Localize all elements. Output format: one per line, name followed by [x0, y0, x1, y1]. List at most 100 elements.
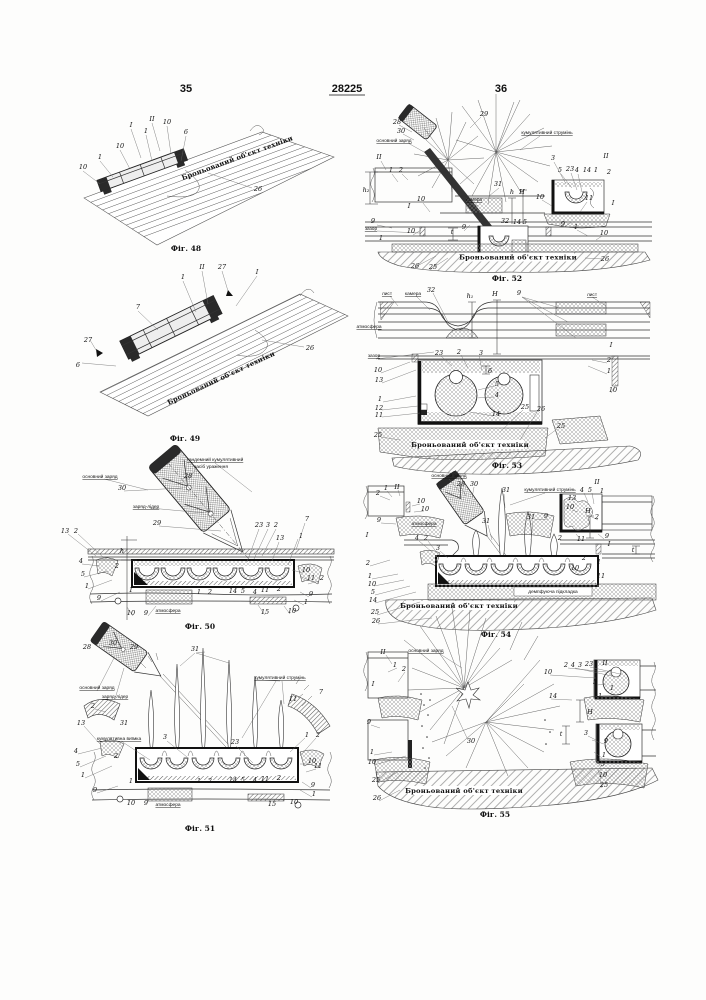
- figure-label: h₂: [363, 186, 370, 194]
- figure-label: 7: [305, 515, 310, 523]
- figure-label: 29: [129, 643, 138, 651]
- figure-label: 4: [78, 557, 83, 565]
- figure-label: 9: [93, 786, 97, 794]
- figure-label: 1: [389, 166, 393, 174]
- fig51-jets: [148, 647, 284, 751]
- figure-label: 10: [536, 193, 544, 201]
- figure-label: 11: [307, 574, 315, 582]
- figure-label: 27: [217, 263, 227, 271]
- figure-label: кумулятивний струмінь: [524, 486, 576, 493]
- figure-label: 1: [144, 127, 148, 135]
- figure-label: 10: [127, 799, 135, 807]
- fig55-explosion-burst: [403, 607, 561, 777]
- figure-label: 10: [79, 163, 87, 171]
- figure-label: 5: [76, 760, 80, 768]
- fig49-arrow-27-bottom: [96, 349, 103, 357]
- fig54-armored-object-banner: Броньований об'єкт техніки: [400, 602, 518, 610]
- figure-label: 11: [577, 535, 585, 543]
- figure-label: 14: [369, 596, 377, 604]
- figure-label: атмосфера: [155, 802, 180, 808]
- figure-label: 23: [254, 521, 263, 529]
- figure-label: демпфуюча підкладка: [528, 589, 578, 595]
- figure-label: 9: [544, 512, 548, 520]
- figure-label: 5: [588, 486, 592, 494]
- figure-label: 1: [594, 166, 598, 174]
- figure-label: 11: [594, 692, 602, 700]
- figure-label: 26: [372, 794, 381, 802]
- figure-label: 25: [599, 781, 608, 789]
- figure-label: I: [371, 680, 375, 688]
- figure-label: основний заряд: [82, 473, 117, 480]
- figure-label: I: [609, 341, 613, 349]
- figure-label: 10: [290, 798, 298, 806]
- figure-label: 2: [365, 559, 370, 567]
- figure-label: 9: [462, 223, 466, 231]
- figure-label: 2: [401, 665, 406, 673]
- figure-label: 28: [183, 472, 192, 480]
- fig50-caption: Фіг. 50: [185, 622, 215, 631]
- figure-label: заряд-лідер: [133, 504, 160, 510]
- figure-label: 1: [129, 586, 133, 594]
- figure-label: зазор: [365, 227, 378, 232]
- figure-label: 2: [398, 166, 403, 174]
- figure-label: 23: [584, 660, 593, 668]
- figure-label: 32: [501, 217, 509, 225]
- figure-label: 28: [456, 480, 465, 488]
- figure-label: 7: [319, 688, 324, 696]
- figure-label: 10: [544, 668, 552, 676]
- figure-label: 1: [607, 367, 611, 375]
- figure-label: 9: [371, 217, 375, 225]
- figure-label: 2: [114, 562, 119, 570]
- figure-label: 14: [492, 410, 500, 418]
- figure-label: кумулятивний струмінь: [254, 674, 306, 681]
- figure-label: 2: [594, 513, 599, 521]
- figure-label: 10: [308, 757, 316, 765]
- figure-label: 14: [229, 776, 237, 784]
- figure-label: 1: [81, 771, 85, 779]
- figure-label: h: [510, 188, 514, 196]
- figure-label: 1: [304, 598, 308, 606]
- figure-label: б: [488, 367, 492, 375]
- fig51-armor-module-section: [91, 739, 332, 809]
- figure-label: 30: [467, 737, 475, 745]
- figure-label: 1: [299, 532, 303, 540]
- figure-label: 13: [61, 527, 69, 535]
- figure-label: 4: [579, 486, 584, 494]
- figure-label: камера: [405, 292, 422, 297]
- figure-label: 25: [371, 776, 380, 784]
- figure-label: 9: [561, 220, 565, 228]
- figure-label: 3: [584, 729, 588, 737]
- fig52-armored-object-banner: Броньований об'єкт техніки: [459, 254, 577, 262]
- figure-label: 6: [184, 128, 188, 136]
- figure-label: I: [611, 199, 615, 207]
- figure-label: 5: [601, 760, 605, 768]
- figure-label: 26: [305, 344, 314, 352]
- fig49-arrow-27-top: [226, 290, 233, 296]
- figure-label: 9: [367, 718, 371, 726]
- fig52-projectile-remnant: [398, 103, 437, 140]
- figure-label: 11: [261, 586, 269, 594]
- figure-52: Броньований об'єкт техніки 2830основний …: [363, 94, 652, 283]
- figure-label: основний заряд: [408, 647, 443, 654]
- figure-label: 6: [76, 361, 80, 369]
- fig54-right-structure: [505, 493, 655, 563]
- figure-label: 5: [558, 166, 562, 174]
- page-number-right: 36: [495, 83, 507, 95]
- figure-label: 25: [556, 422, 565, 430]
- figure-label: 2: [273, 521, 278, 529]
- figure-label: 30: [109, 639, 117, 647]
- figure-label: тандемний кумулятивний: [187, 456, 244, 463]
- figure-label: 25: [428, 263, 437, 271]
- figure-label: II: [148, 115, 155, 123]
- figure-label: 2: [563, 661, 568, 669]
- figure-label: II: [198, 263, 205, 271]
- figure-label: 3: [551, 154, 555, 162]
- figure-label: лист: [382, 292, 393, 297]
- figure-label: 15: [261, 608, 269, 616]
- figure-label: 9: [517, 289, 521, 297]
